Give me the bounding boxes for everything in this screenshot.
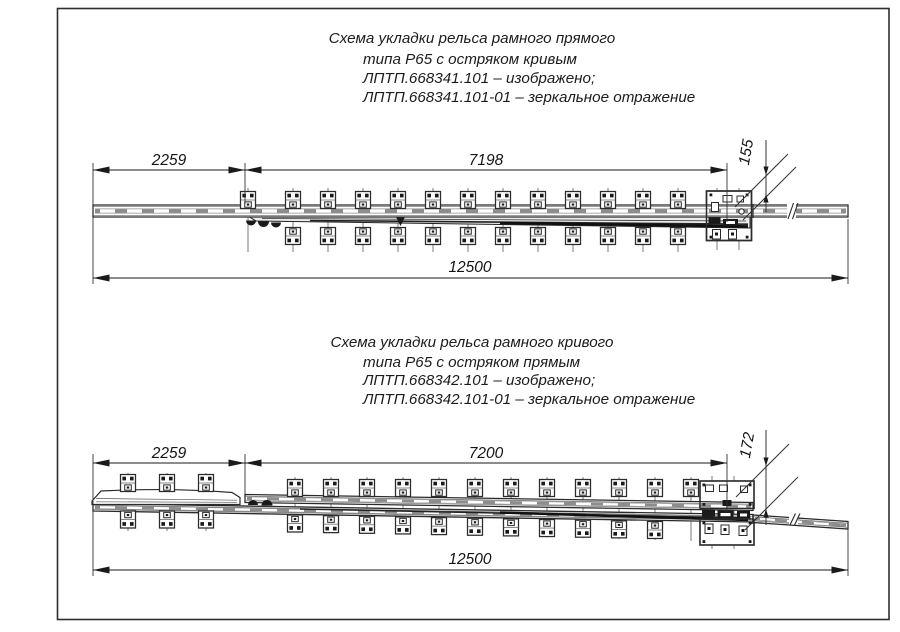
rail-fastener-clamp <box>286 514 304 533</box>
drawing-border <box>56 7 890 621</box>
rail-fastener-clamp <box>322 515 340 534</box>
rail-fastener-clamp <box>459 190 477 210</box>
rail-fastener-clamp <box>466 478 484 498</box>
rail-fastener-clamp <box>322 478 340 498</box>
rail-fastener-clamp <box>286 478 304 498</box>
rail-fastener-clamp <box>564 226 582 246</box>
dim-label-offset-2: 172 <box>737 431 758 460</box>
rail-fastener-clamp <box>430 516 448 536</box>
rail-fastener-clamp <box>574 478 592 498</box>
scheme2-title-block: Схема укладки рельса рамного кривого тип… <box>331 334 696 408</box>
dim-label-main-2: 7200 <box>469 445 504 462</box>
rail-fastener-clamp <box>319 226 337 246</box>
rail-fastener-clamp <box>502 518 520 537</box>
dim-label-offset-1: 155 <box>736 138 757 167</box>
rail-fastener-clamp <box>197 510 215 529</box>
rail-fastener-clamp <box>119 510 137 529</box>
rail-fastener-clamp <box>430 478 448 498</box>
rail-fastener-clamp <box>119 473 137 493</box>
rail-fastener-clamp <box>197 473 215 493</box>
scheme2-title-line1: Схема укладки рельса рамного кривого <box>331 334 614 351</box>
rail-fastener-clamp <box>389 226 407 246</box>
dim-label-overall-2: 12500 <box>448 551 491 568</box>
dimension-lines <box>92 140 849 576</box>
scheme2-title-line2: типа Р65 с остряком прямым <box>363 354 581 371</box>
rail-fastener-clamp <box>669 190 687 210</box>
dim-label-left-1: 2259 <box>151 152 187 169</box>
rail-fastener-clamp <box>646 520 664 540</box>
rail-fastener-clamp <box>574 519 592 538</box>
rail-fastener-clamp <box>424 226 442 246</box>
dim-label-main-1: 7198 <box>469 152 504 169</box>
rail-fastener-clamp <box>239 190 257 210</box>
rail-fastener-clamp <box>634 190 652 210</box>
scheme1-title-line2: типа Р65 с остряком кривым <box>363 51 578 68</box>
rail-fastener-clamp <box>529 190 547 210</box>
rail-fastener-clamp <box>529 226 547 246</box>
rail-fastener-clamp <box>599 226 617 246</box>
rail-fastener-clamp <box>502 478 520 498</box>
rail-fastener-clamp <box>354 190 372 210</box>
rail-fastener-clamp <box>538 518 556 538</box>
rail-fastener-clamp <box>394 516 412 535</box>
scheme1-title-line1: Схема укладки рельса рамного прямого <box>329 30 615 47</box>
scheme2-dimension-labels: 2259 7200 172 12500 <box>151 431 758 568</box>
rail-fastener-clamp <box>466 517 484 536</box>
rail-fastener-clamp <box>538 478 556 498</box>
track-top <box>92 188 849 252</box>
rail-fastener-clamp <box>319 190 337 210</box>
rail-fastener-clamp <box>424 190 442 210</box>
scheme2-title-line3: ЛПТП.668342.101 – изображено; <box>362 372 595 389</box>
scheme1-dimension-labels: 2259 7198 155 12500 <box>151 138 757 276</box>
rail-fastener-clamp <box>284 190 302 210</box>
track-bottom <box>91 473 849 549</box>
rail-fastener-clamp <box>669 226 687 246</box>
dim-label-overall-1: 12500 <box>448 259 491 276</box>
rail-fastener-clamp <box>394 478 412 498</box>
dim-label-left-2: 2259 <box>151 445 187 462</box>
rail-fastener-clamp <box>682 478 700 498</box>
frame-rail-curved <box>244 493 754 512</box>
rail-fastener-clamp <box>564 190 582 210</box>
track-geometry <box>91 140 849 576</box>
rail-fastener-clamp <box>646 478 664 498</box>
rail-fastener-clamp <box>284 226 302 246</box>
rail-fastener-clamp <box>358 478 376 498</box>
rail-fastener-clamp <box>158 510 176 529</box>
rail-fastener-clamp <box>599 190 617 210</box>
rail-fastener-clamp <box>494 190 512 210</box>
rail-fastener-clamp <box>358 515 376 534</box>
scheme1-title-line3: ЛПТП.668341.101 – изображено; <box>362 70 595 87</box>
rail-fastener-clamp <box>459 226 477 246</box>
rail-fastener-clamp <box>158 473 176 493</box>
rail-fastener-clamp <box>634 226 652 246</box>
scheme1-title-block: Схема укладки рельса рамного прямого тип… <box>329 30 695 106</box>
rail-fastener-clamp <box>354 226 372 246</box>
rail-fastener-clamp <box>389 190 407 210</box>
rail-fastener-clamp <box>610 478 628 498</box>
scheme1-title-line4: ЛПТП.668341.101-01 – зеркальное отражени… <box>362 89 695 106</box>
rail-fastener-clamp <box>610 520 628 539</box>
scheme2-title-line4: ЛПТП.668342.101-01 – зеркальное отражени… <box>362 391 695 408</box>
rail-fastener-clamp <box>494 226 512 246</box>
